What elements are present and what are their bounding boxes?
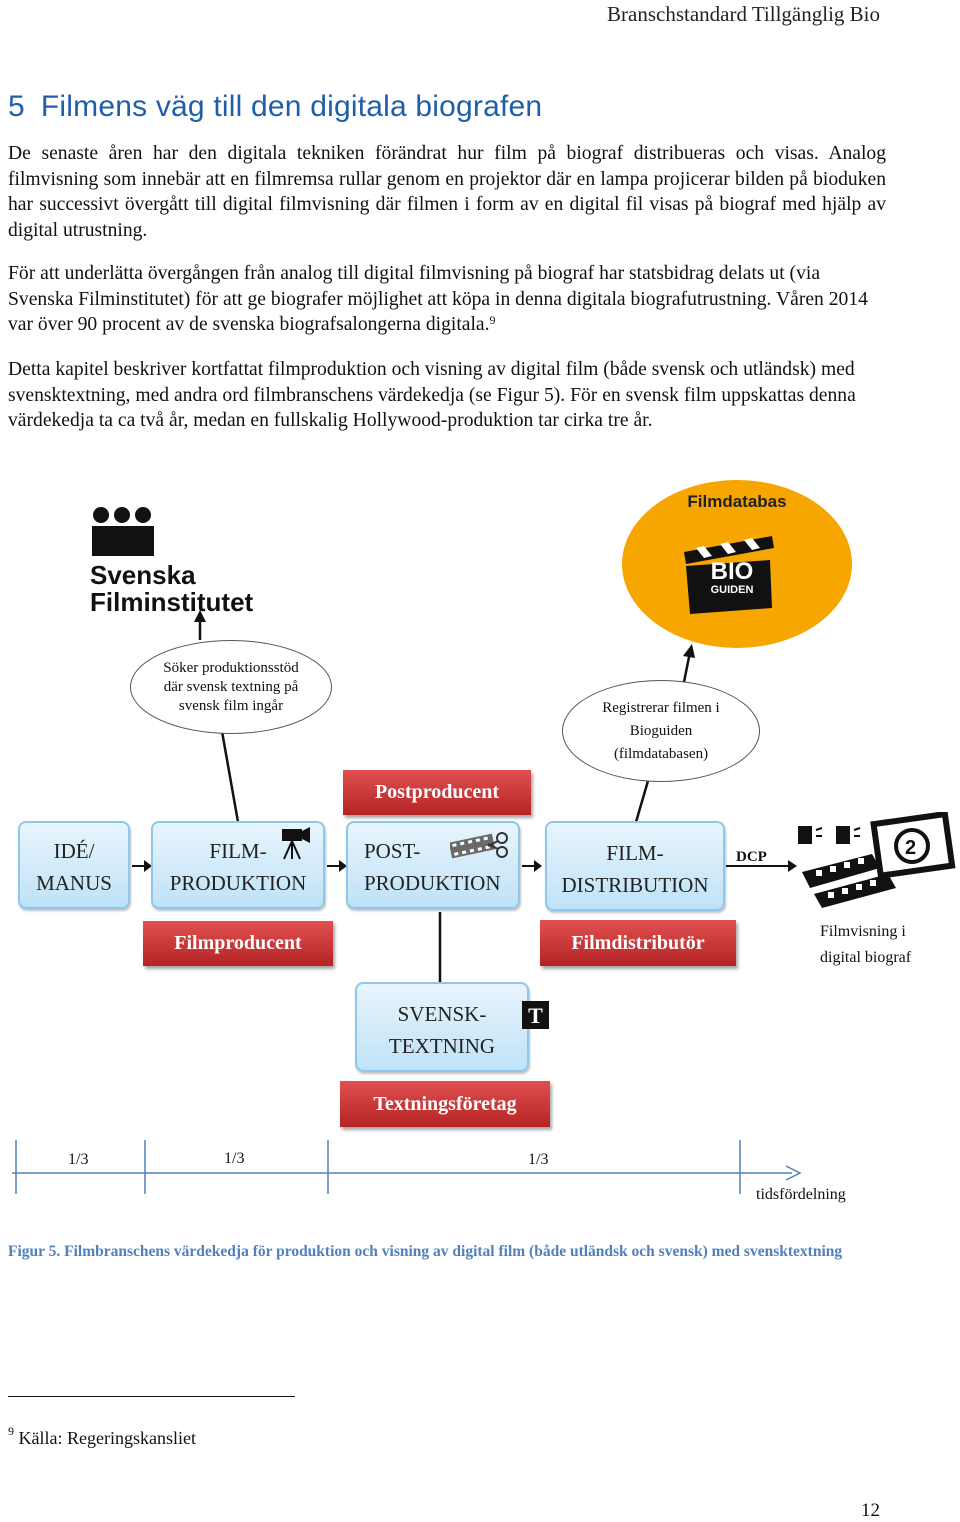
timeline-seg3-label: 1/3 [528, 1151, 549, 1168]
footnote-number: 9 [8, 1424, 14, 1438]
step-subtitling-line1: SVENSK- [397, 1002, 487, 1026]
arrow-head-filmdb [683, 644, 695, 658]
bubble-register-film-text: Registrerar filmen i Bioguiden (filmdata… [602, 697, 719, 766]
bubble-register-line2: Bioguiden [629, 722, 693, 739]
sfi-logo-line2: Filminstitutet [90, 587, 254, 617]
line-bubble-to-distribution [634, 773, 652, 823]
step-post-production: POST- PRODUKTION [346, 821, 520, 909]
bubble-register-film: Registrerar filmen i Bioguiden (filmdata… [562, 680, 760, 782]
step-subtitling: SVENSK- TEXTNING [355, 982, 529, 1072]
sfi-logo-text: Svenska Filminstitutet [90, 562, 253, 616]
bubble-register-line1: Registrerar filmen i [602, 699, 720, 716]
chain-arrow-3 [534, 860, 542, 872]
footnote: 9 Källa: Regeringskansliet [8, 1424, 196, 1449]
page-number: 12 [861, 1500, 880, 1521]
step-post-line1: POST- [364, 839, 421, 863]
bioguiden-logo-guiden: GUIDEN [710, 584, 754, 596]
film-scissors-icon [450, 832, 508, 859]
cinema-label: Filmvisning i digital biograf [820, 919, 911, 971]
bubble-register-line3: (filmdatabasen) [613, 745, 709, 762]
cinema-icon: 2 [798, 812, 956, 908]
step-distribution-line2: DISTRIBUTION [561, 873, 709, 897]
svg-text:2: 2 [905, 837, 916, 859]
paragraph-transition-text: För att underlätta övergången från analo… [8, 263, 868, 336]
timeline-seg2-label: 1/3 [224, 1150, 245, 1167]
bubble-production-support: Söker produktionsstöd där svensk textnin… [130, 640, 332, 734]
bubble-production-support-text: Söker produktionsstöd där svensk textnin… [163, 659, 299, 714]
figure-connectors [12, 610, 802, 1194]
camera-icon [282, 827, 310, 860]
step-subtitling-line2: TEXTNING [388, 1034, 496, 1058]
subtitle-t-icon: T [522, 1001, 549, 1029]
filmdb-title: Filmdatabas [687, 492, 787, 511]
footnote-text: Källa: Regeringskansliet [18, 1428, 196, 1448]
step-film-distribution: FILM- DISTRIBUTION [545, 821, 725, 911]
role-filmdistributor: Filmdistributör [540, 920, 736, 966]
footnote-separator [8, 1396, 295, 1397]
chain-arrow-2 [339, 860, 347, 872]
paragraph-intro: De senaste åren har den digitala teknike… [8, 143, 886, 242]
role-textningsforetag: Textningsföretag [340, 1081, 550, 1127]
step-idea-manus: IDÉ/ MANUS [18, 821, 130, 909]
step-post-line2: PRODUKTION [364, 871, 501, 895]
paragraph-value-chain: Detta kapitel beskriver kortfattat filmp… [8, 359, 856, 432]
role-filmproducent: Filmproducent [143, 921, 333, 966]
cinema-label-line1: Filmvisning i [820, 923, 906, 940]
footnote-ref[interactable]: 9 [489, 313, 496, 328]
dcp-label: DCP [736, 849, 767, 865]
step-idea-line1: IDÉ/ [53, 839, 95, 863]
line-bubble-to-production [218, 719, 240, 823]
chain-arrow-dcp [788, 860, 797, 872]
role-postproducent: Postproducent [343, 770, 531, 815]
bioguiden-logo-text: BIO GUIDEN [700, 558, 764, 597]
paragraph-transition: För att underlätta övergången från analo… [8, 261, 886, 338]
cinema-label-line2: digital biograf [820, 949, 912, 966]
timeline-axis-label: tidsfördelning [756, 1186, 846, 1203]
step-production-line2: PRODUKTION [169, 871, 307, 895]
figure-caption: Figur 5. Filmbranschens värdekedja för p… [8, 1243, 843, 1260]
arrow-head-sfi [194, 610, 206, 622]
section-heading: 5 Filmens väg till den digitala biografen [8, 90, 542, 124]
timeline-seg1-label: 1/3 [68, 1151, 89, 1168]
sfi-logo-line1: Svenska [90, 560, 196, 590]
chain-arrow-1 [144, 860, 152, 872]
section-number: 5 [8, 90, 25, 123]
bioguiden-logo-bio: BIO [710, 558, 754, 585]
sfi-logo-mark [92, 507, 154, 556]
running-header: Branschstandard Tillgänglig Bio [607, 2, 880, 26]
step-idea-line2: MANUS [36, 871, 112, 895]
step-production-line1: FILM- [209, 839, 267, 863]
bioguiden-logo [684, 536, 774, 614]
section-title: Filmens väg till den digitala biografen [40, 90, 543, 123]
step-distribution-line1: FILM- [606, 841, 664, 865]
